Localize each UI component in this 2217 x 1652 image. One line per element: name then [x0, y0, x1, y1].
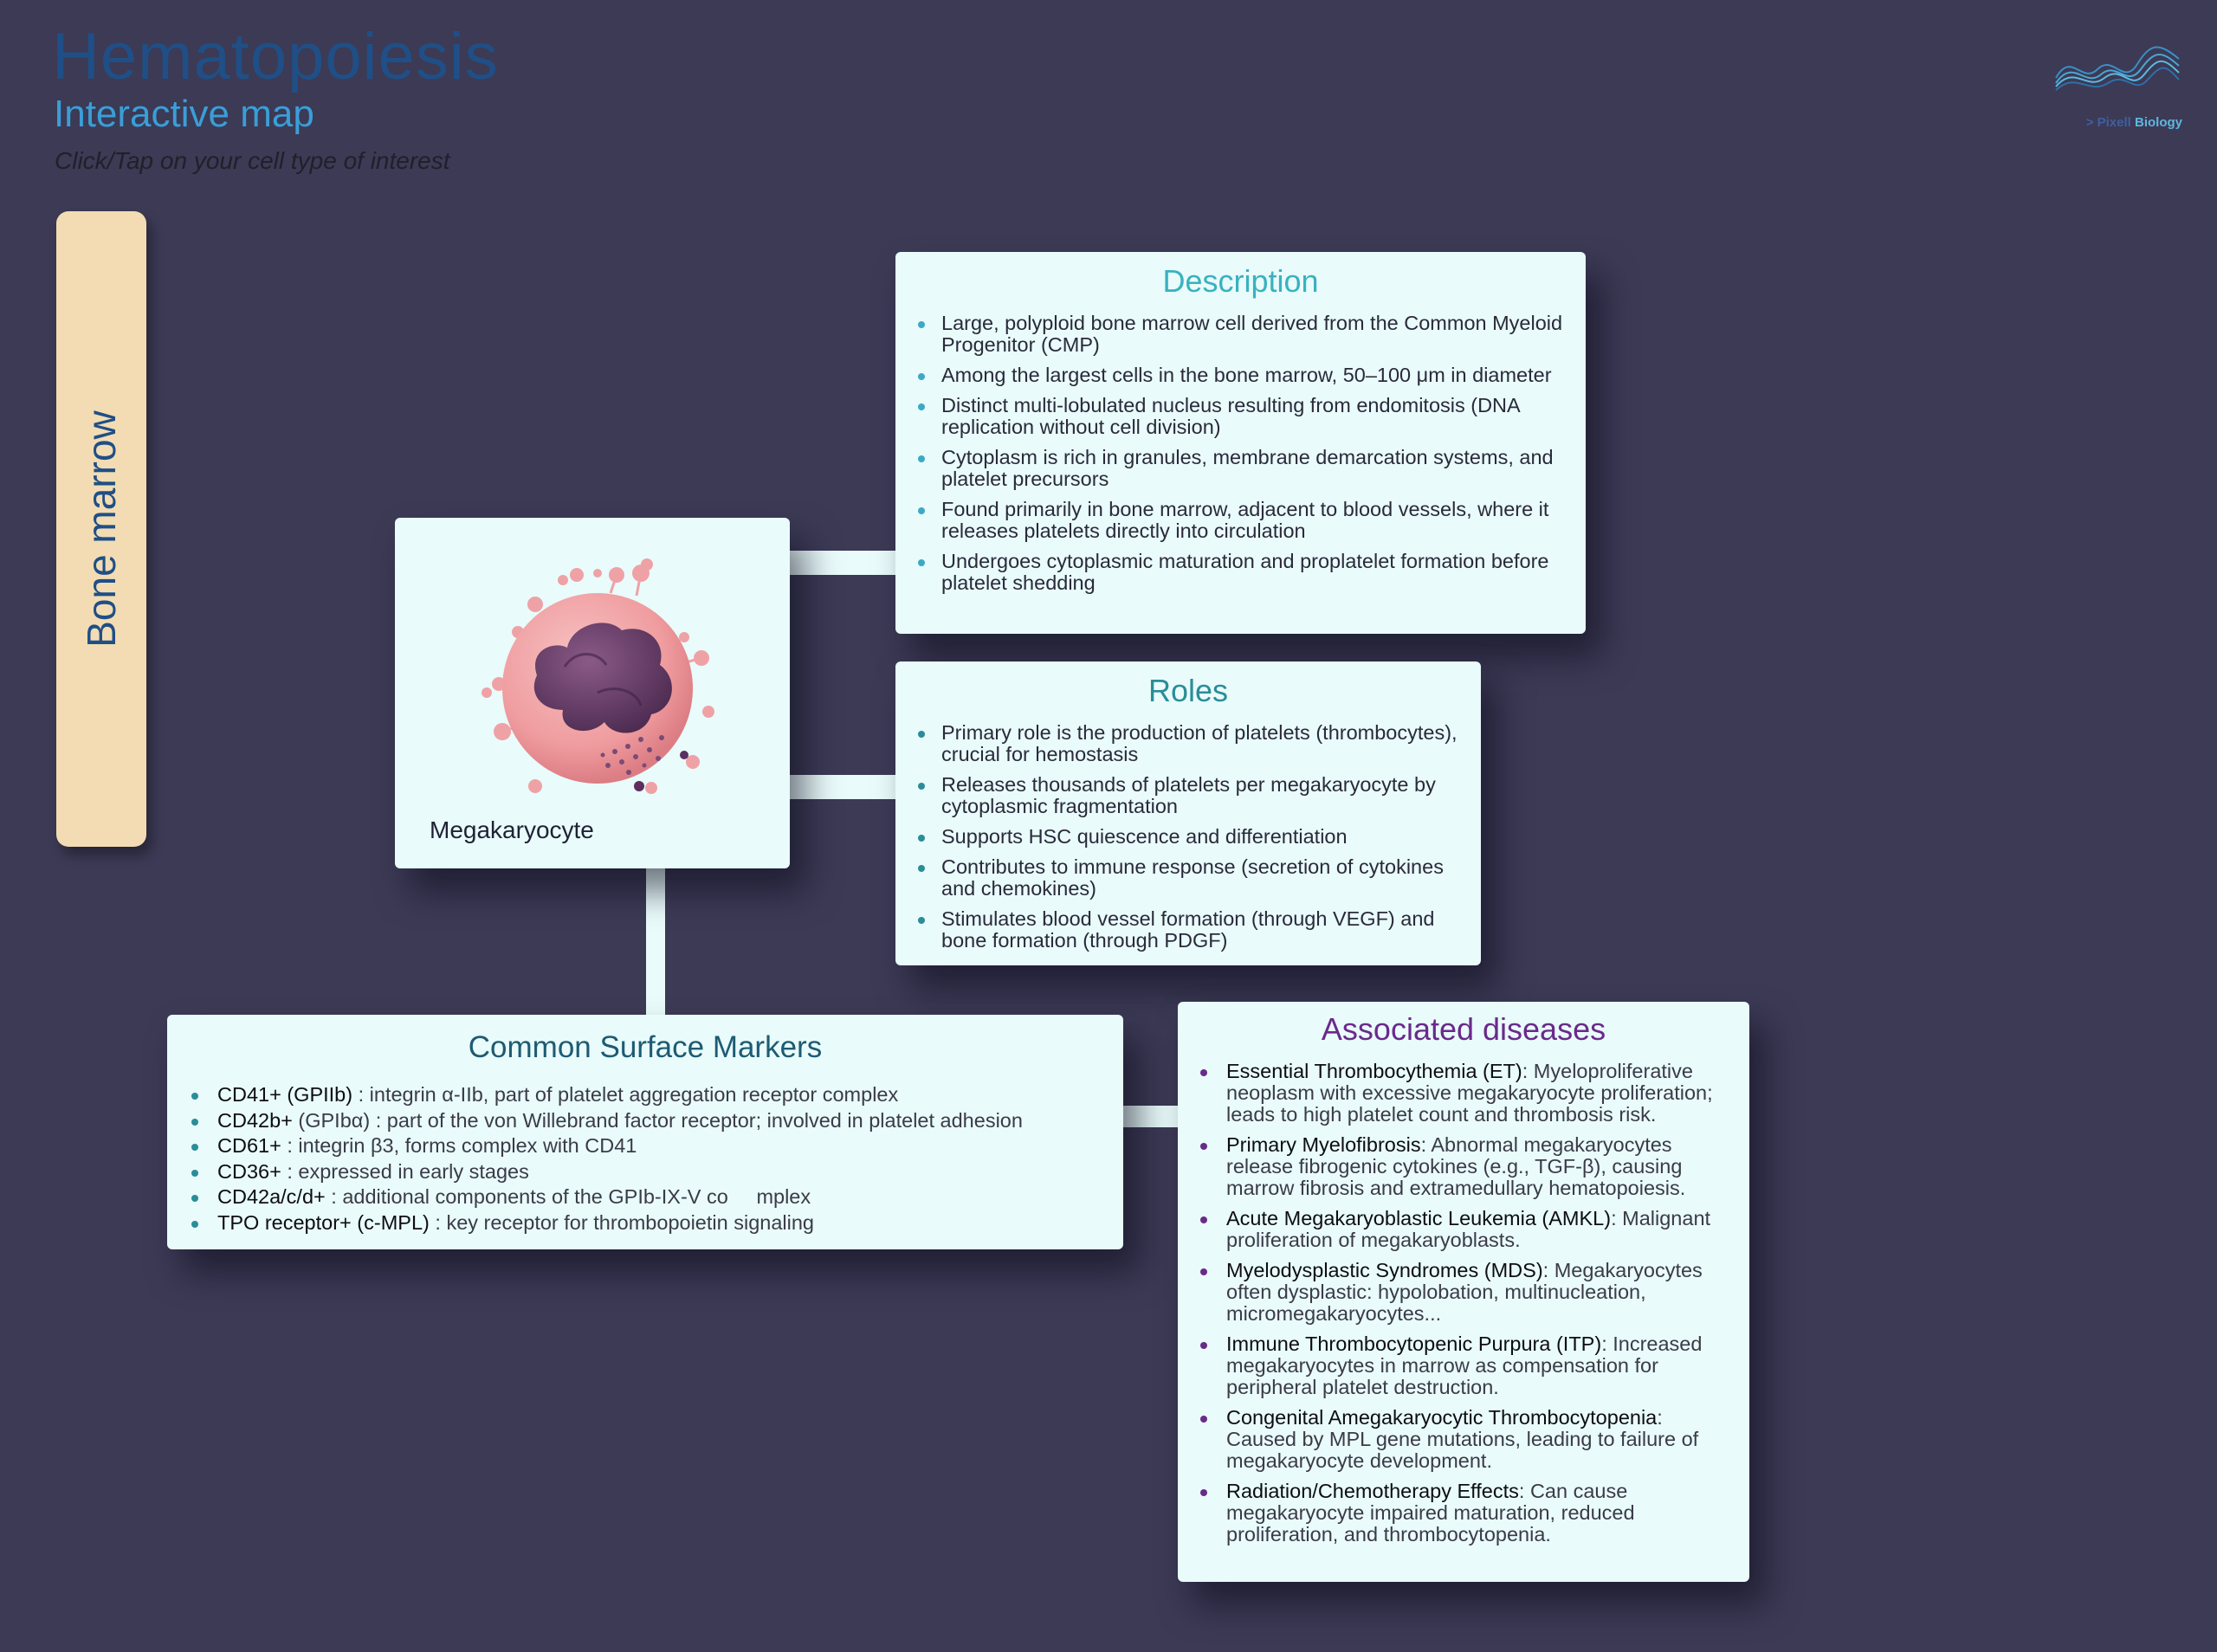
disease-name: Acute Megakaryoblastic Leukemia (AMKL): [1226, 1207, 1612, 1229]
connector: [1117, 1106, 1183, 1127]
list-item: Stimulates blood vessel formation (throu…: [918, 908, 1469, 952]
disease-text: : Can cause megakaryocyte impaired matur…: [1226, 1480, 1635, 1546]
disease-name: Immune Thrombocytopenic Purpura (ITP): [1226, 1333, 1602, 1355]
connector: [646, 861, 665, 1022]
pixell-biology-logo[interactable]: > Pixell Biology: [2052, 35, 2182, 130]
marker-text: : additional components of the GPIb-IX-V…: [325, 1185, 811, 1208]
disease-text: : Megakaryocytes often dysplastic: hypol…: [1226, 1259, 1703, 1325]
list-item: Large, polyploid bone marrow cell derive…: [918, 313, 1568, 356]
list-item: Contributes to immune response (secretio…: [918, 856, 1469, 900]
disease-text: : Increased megakaryocytes in marrow as …: [1226, 1333, 1703, 1398]
logo-suffix: Biology: [2135, 115, 2182, 130]
list-item: Radiation/Chemotherapy Effects: Can caus…: [1200, 1480, 1737, 1546]
list-item: Primary Myelofibrosis: Abnormal megakary…: [1200, 1133, 1737, 1199]
markers-list: CD41+ (GPIIb) : integrin α-IIb, part of …: [191, 1082, 1106, 1236]
connector: [779, 551, 901, 575]
megakaryocyte-card[interactable]: Megakaryocyte: [395, 518, 790, 868]
list-item: Myelodysplastic Syndromes (MDS): Megakar…: [1200, 1259, 1737, 1325]
list-item: Acute Megakaryoblastic Leukemia (AMKL): …: [1200, 1207, 1737, 1251]
disease-text: : Caused by MPL gene mutations, leading …: [1226, 1406, 1699, 1472]
description-list: Large, polyploid bone marrow cell derive…: [918, 313, 1568, 603]
diseases-list: Essential Thrombocythemia (ET): Myelopro…: [1200, 1060, 1737, 1554]
connector: [779, 775, 901, 799]
cell-label: Megakaryocyte: [430, 816, 594, 843]
roles-list: Primary role is the production of platel…: [918, 722, 1469, 960]
list-item: Supports HSC quiescence and differentiat…: [918, 826, 1469, 848]
disease-name: Radiation/Chemotherapy Effects: [1226, 1480, 1519, 1502]
diseases-title: Associated diseases: [1321, 1011, 1606, 1047]
list-item: CD61+ : integrin β3, forms complex with …: [191, 1133, 1106, 1159]
marker-name: CD61+: [217, 1134, 281, 1157]
marker-name: CD41+ (GPIIb): [217, 1083, 353, 1106]
page-subtitle: Interactive map: [54, 93, 314, 135]
marker-text: : expressed in early stages: [281, 1159, 529, 1183]
list-item: Essential Thrombocythemia (ET): Myelopro…: [1200, 1060, 1737, 1126]
disease-text: : Abnormal megakaryocytes release fibrog…: [1226, 1133, 1686, 1199]
marker-text: : integrin β3, forms complex with CD41: [281, 1134, 637, 1157]
megakaryocyte-illustration: [482, 558, 714, 794]
list-item: Found primarily in bone marrow, adjacent…: [918, 499, 1568, 542]
list-item: Among the largest cells in the bone marr…: [918, 365, 1568, 386]
marker-name: CD42a/c/d+: [217, 1185, 326, 1208]
marker-text: (GPIbα) : part of the von Willebrand fac…: [292, 1108, 1023, 1132]
list-item: Immune Thrombocytopenic Purpura (ITP): I…: [1200, 1333, 1737, 1398]
list-item: Cytoplasm is rich in granules, membrane …: [918, 447, 1568, 490]
list-item: Undergoes cytoplasmic maturation and pro…: [918, 551, 1568, 594]
disease-name: Primary Myelofibrosis: [1226, 1133, 1421, 1156]
tab-bone-marrow-label: Bone marrow: [79, 410, 124, 648]
logo-text: > Pixell Biology: [2052, 115, 2182, 130]
description-title: Description: [1162, 263, 1319, 299]
marker-name: CD42b+: [217, 1108, 293, 1132]
disease-text: : Myeloproliferative neoplasm with exces…: [1226, 1060, 1713, 1126]
marker-text: : key receptor for thrombopoietin signal…: [429, 1210, 814, 1234]
disease-text: : Malignant proliferation of megakaryobl…: [1226, 1207, 1711, 1251]
list-item: CD41+ (GPIIb) : integrin α-IIb, part of …: [191, 1082, 1106, 1108]
logo-prefix: > Pixell: [2085, 115, 2131, 130]
list-item: TPO receptor+ (c-MPL) : key receptor for…: [191, 1210, 1106, 1236]
disease-name: Congenital Amegakaryocytic Thrombocytope…: [1226, 1406, 1658, 1429]
tab-bone-marrow[interactable]: Bone marrow: [56, 211, 146, 847]
list-item: Releases thousands of platelets per mega…: [918, 774, 1469, 817]
disease-name: Essential Thrombocythemia (ET): [1226, 1060, 1522, 1082]
list-item: CD42a/c/d+ : additional components of th…: [191, 1184, 1106, 1210]
marker-text: : integrin α-IIb, part of platelet aggre…: [352, 1083, 899, 1106]
associated-diseases-card: Associated diseases Essential Thrombocyt…: [1178, 1002, 1749, 1582]
marker-name: TPO receptor+ (c-MPL): [217, 1210, 430, 1234]
wave-logo-icon: [2055, 46, 2180, 91]
roles-title: Roles: [1147, 673, 1229, 708]
marker-name: CD36+: [217, 1159, 281, 1183]
list-item: Distinct multi-lobulated nucleus resulti…: [918, 395, 1568, 438]
description-card: Description Large, polyploid bone marrow…: [895, 252, 1586, 634]
list-item: CD42b+ (GPIbα) : part of the von Willebr…: [191, 1108, 1106, 1134]
instruction-hint: Click/Tap on your cell type of interest: [55, 147, 450, 174]
list-item: Primary role is the production of platel…: [918, 722, 1469, 765]
surface-markers-card: Common Surface Markers CD41+ (GPIIb) : i…: [167, 1015, 1123, 1249]
disease-name: Myelodysplastic Syndromes (MDS): [1226, 1259, 1543, 1281]
list-item: CD36+ : expressed in early stages: [191, 1159, 1106, 1185]
page-title: Hematopoiesis: [52, 20, 499, 94]
list-item: Congenital Amegakaryocytic Thrombocytope…: [1200, 1406, 1737, 1472]
roles-card: Roles Primary role is the production of …: [895, 661, 1481, 965]
markers-title: Common Surface Markers: [468, 1030, 823, 1064]
